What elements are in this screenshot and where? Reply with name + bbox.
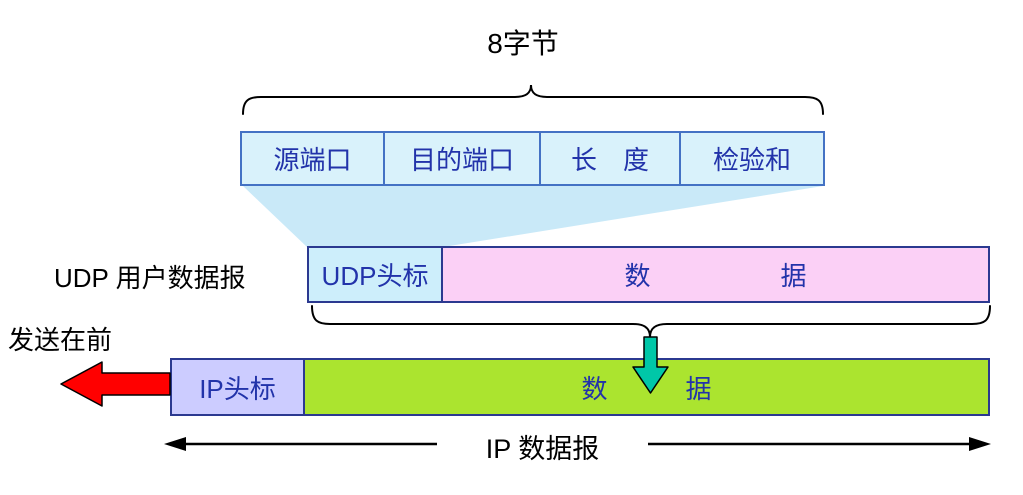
field-source-port: 源端口 xyxy=(240,131,385,186)
field-length: 长 度 xyxy=(541,131,681,186)
bottom-brace xyxy=(311,305,991,338)
label-8-bytes: 8字节 xyxy=(487,28,559,59)
ip-span-arrowhead-right xyxy=(969,437,991,451)
ip-data-box: 数 据 xyxy=(303,358,990,416)
left-arrow-icon xyxy=(60,361,171,407)
encapsulation-trapezoid xyxy=(243,186,823,247)
label-ip-datagram: IP 数据报 xyxy=(485,434,600,464)
udp-header-fields-row: 源端口 目的端口 长 度 检验和 xyxy=(240,131,825,186)
field-destination-port: 目的端口 xyxy=(385,131,541,186)
label-udp-datagram: UDP 用户数据报 xyxy=(54,263,246,293)
top-brace xyxy=(242,84,824,115)
ip-header-box: IP头标 xyxy=(170,358,305,416)
label-send-first: 发送在前 xyxy=(8,325,113,355)
field-checksum: 检验和 xyxy=(681,131,825,186)
ip-span-arrowhead-left xyxy=(164,437,186,451)
udp-data-box: 数 据 xyxy=(441,246,990,303)
udp-header-box: UDP头标 xyxy=(307,246,443,303)
